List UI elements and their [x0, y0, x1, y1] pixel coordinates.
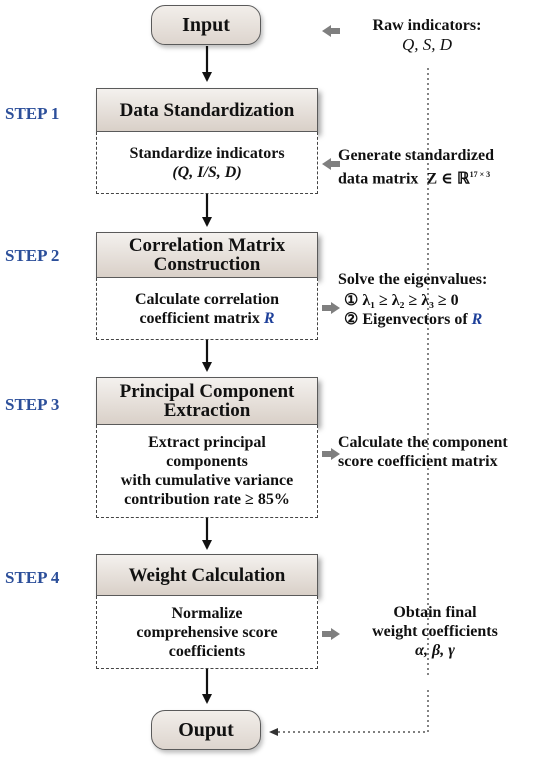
step1-label: STEP 1 — [5, 104, 60, 123]
step4-body: Normalize comprehensive score coefficien… — [96, 596, 318, 669]
standardized-matrix-note: Generate standardized data matrix Z ∈ ℝ1… — [338, 146, 548, 188]
step3-title-line1: Principal Component — [119, 381, 295, 402]
eigenvectors-item: ② Eigenvectors of — [344, 311, 472, 328]
arrow-left-icon — [322, 25, 340, 37]
eigenvectors-r-symbol: R — [471, 311, 483, 328]
component-score-note: Calculate the component score coefficien… — [338, 433, 548, 471]
step4-header: Weight Calculation — [96, 554, 318, 596]
step1-body: Standardize indicators (Q, I/S, D) — [96, 132, 318, 194]
step3-body-line2: components — [166, 453, 248, 470]
step1-header: Data Standardization — [96, 88, 318, 132]
eigen-values-item: ① λ₁ ≥ λ₂ ≥ λ₃ ≥ 0 — [344, 292, 459, 309]
arrow-left-icon — [322, 158, 340, 170]
final-weights-note: Obtain final weight coefficients α, β, γ — [345, 603, 525, 660]
step2-body-line2: coefficient matrix — [139, 309, 264, 327]
eigen-note: Solve the eigenvalues: ① λ₁ ≥ λ₂ ≥ λ₃ ≥ … — [338, 270, 548, 329]
step3-header: Principal Component Extraction — [96, 377, 318, 425]
standardized-note-line1: Generate standardized — [338, 147, 494, 164]
eigen-note-title: Solve the eigenvalues: — [338, 271, 488, 288]
raw-indicators-vars: Q, S, D — [401, 35, 453, 54]
step3-body: Extract principal components with cumula… — [96, 425, 318, 518]
step3-label: STEP 3 — [5, 395, 60, 414]
matrix-z-math: Z ∈ ℝ — [426, 170, 470, 188]
final-weights-line1: Obtain final — [393, 604, 477, 621]
raw-indicators-title: Raw indicators: — [372, 17, 482, 34]
step4-body-line1: Normalize — [171, 604, 243, 622]
matrix-r-symbol: R — [263, 309, 275, 327]
step4-label: STEP 4 — [5, 568, 60, 587]
step2-header: Correlation Matrix Construction — [96, 232, 318, 278]
component-score-line1: Calculate the component — [338, 434, 508, 451]
step2-title-line1: Correlation Matrix — [128, 235, 286, 256]
step4-body-line3: coefficients — [168, 642, 246, 660]
component-score-line2: score coefficient matrix — [338, 453, 498, 470]
step3-body-line3: with cumulative variance — [120, 472, 294, 489]
step3-title-line2: Extraction — [163, 400, 251, 421]
arrow-right-icon — [322, 448, 340, 460]
step2-title-line2: Construction — [153, 254, 261, 275]
step2-label: STEP 2 — [5, 246, 60, 265]
raw-indicators-note: Raw indicators: Q, S, D — [352, 16, 502, 54]
side-dotted-to-output — [269, 690, 429, 736]
input-node: Input — [151, 5, 261, 45]
step3-body-line4: contribution rate ≥ 85% — [124, 491, 290, 508]
final-weights-line2: weight coefficients — [372, 623, 498, 640]
output-node: Ouput — [151, 710, 261, 750]
step4-body-line2: comprehensive score — [136, 623, 278, 641]
step2-body: Calculate correlation coefficient matrix… — [96, 278, 318, 340]
arrow-right-icon — [322, 302, 340, 314]
step3-body-line1: Extract principal — [148, 434, 266, 451]
step1-body-line1: Standardize indicators — [129, 144, 285, 162]
standardized-note-prefix: data matrix — [338, 170, 427, 188]
final-weights-symbols: α, β, γ — [415, 642, 455, 659]
arrow-right-icon — [322, 628, 340, 640]
matrix-dimension: 17 × 3 — [469, 170, 491, 179]
step2-body-line1: Calculate correlation — [134, 290, 280, 308]
step1-body-line2: (Q, I/S, D) — [172, 163, 242, 181]
